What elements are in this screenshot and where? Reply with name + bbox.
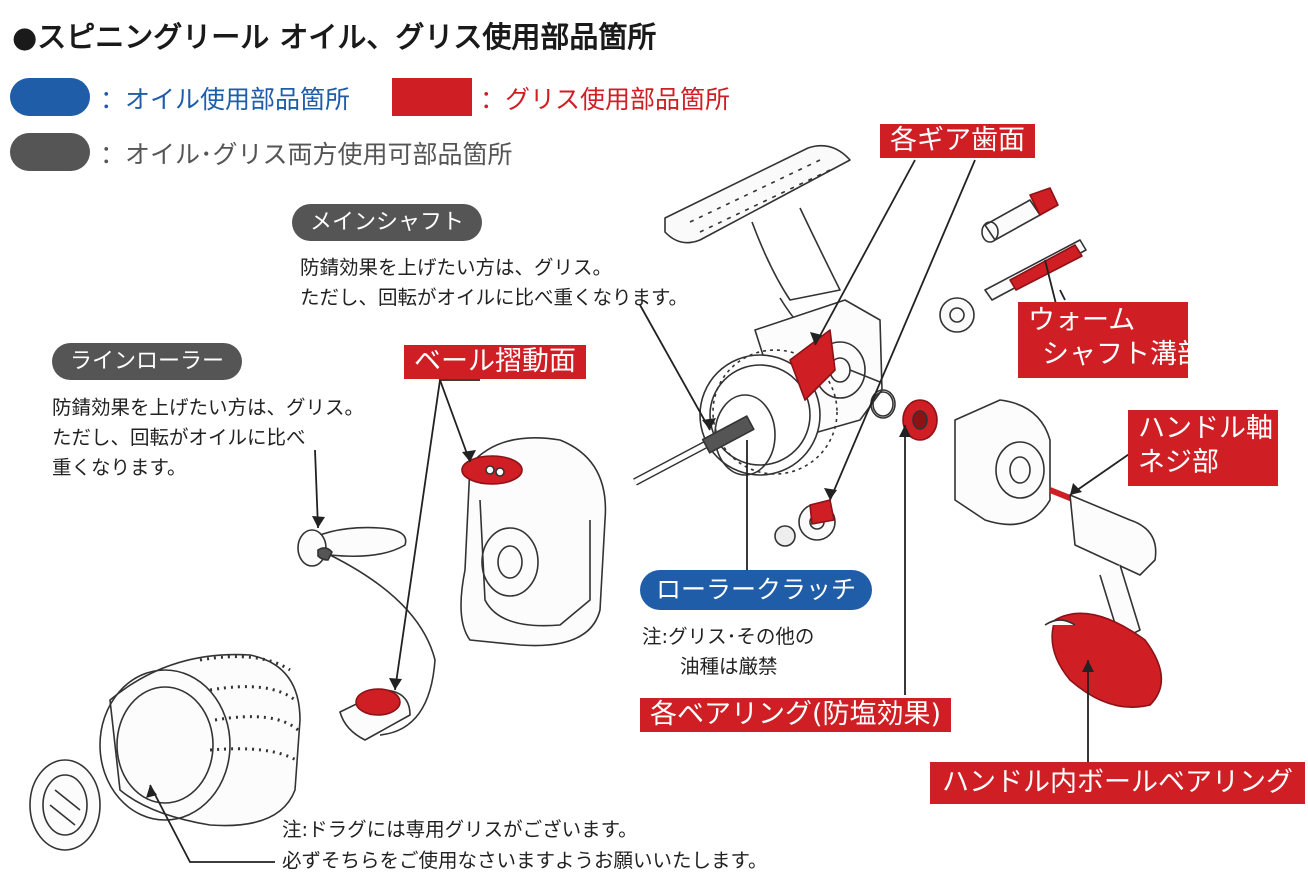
label-line-roller: ラインローラー bbox=[52, 343, 243, 381]
label-roller-clutch: ローラークラッチ bbox=[640, 570, 873, 610]
handle bbox=[1044, 487, 1163, 708]
label-bearings: 各ベアリング(防塩効果) bbox=[640, 698, 952, 732]
arrow-heads bbox=[146, 332, 1094, 798]
page-title: ●スピニングリール オイル、グリス使用部品箇所 bbox=[12, 20, 657, 54]
line-roller-note-1: 防錆効果を上げたい方は、グリス。 bbox=[52, 396, 365, 419]
main-shaft-note-1: 防錆効果を上げたい方は、グリス。 bbox=[300, 256, 613, 279]
legend-both-swatch bbox=[10, 133, 90, 171]
label-main-shaft: メインシャフト bbox=[292, 204, 483, 242]
handle-screw-line-1: ハンドル軸 bbox=[1138, 413, 1273, 444]
line-roller-part bbox=[297, 526, 436, 741]
label-handle-bearing: ハンドル内ボールベアリング bbox=[930, 762, 1305, 804]
roller-clutch-note-1: 注:グリス･その他の bbox=[642, 625, 815, 648]
legend-both-label: ：オイル･グリス両方使用可部品箇所 bbox=[100, 140, 513, 169]
legend-grease-label: ：グリス使用部品箇所 bbox=[480, 85, 731, 114]
worm-shaft-line-1: ウォーム bbox=[1028, 305, 1136, 336]
side-cover bbox=[954, 399, 1051, 526]
label-handle-screw: ハンドル軸 ネジ部 bbox=[1128, 410, 1278, 486]
label-bail-surface: ベール摺動面 bbox=[404, 345, 586, 379]
legend-oil-swatch bbox=[10, 78, 90, 116]
legend-grease-swatch bbox=[392, 78, 472, 116]
handle-screw-line-2: ネジ部 bbox=[1138, 446, 1219, 478]
label-gear-teeth: 各ギア歯面 bbox=[880, 124, 1035, 158]
label-worm-shaft: ウォーム シャフト溝部 bbox=[1018, 302, 1204, 378]
line-roller-note-3: 重くなります。 bbox=[52, 456, 187, 479]
roller-clutch-note-2: 油種は厳禁 bbox=[680, 655, 778, 678]
main-shaft-note-2: ただし、回転がオイルに比べ重くなります。 bbox=[300, 286, 689, 309]
drag-note-2: 必ずそちらをご使用なさいますようお願いいたします。 bbox=[282, 849, 768, 872]
rotor bbox=[633, 329, 838, 486]
worm-shaft-line-2: シャフト溝部 bbox=[1042, 338, 1204, 370]
spool bbox=[29, 653, 301, 851]
drag-note-1: 注:ドラグには専用グリスがございます。 bbox=[282, 818, 638, 841]
legend-oil-label: ：オイル使用部品箇所 bbox=[100, 85, 351, 114]
bail-arm bbox=[460, 437, 607, 647]
line-roller-note-2: ただし、回転がオイルに比べ bbox=[52, 426, 306, 449]
